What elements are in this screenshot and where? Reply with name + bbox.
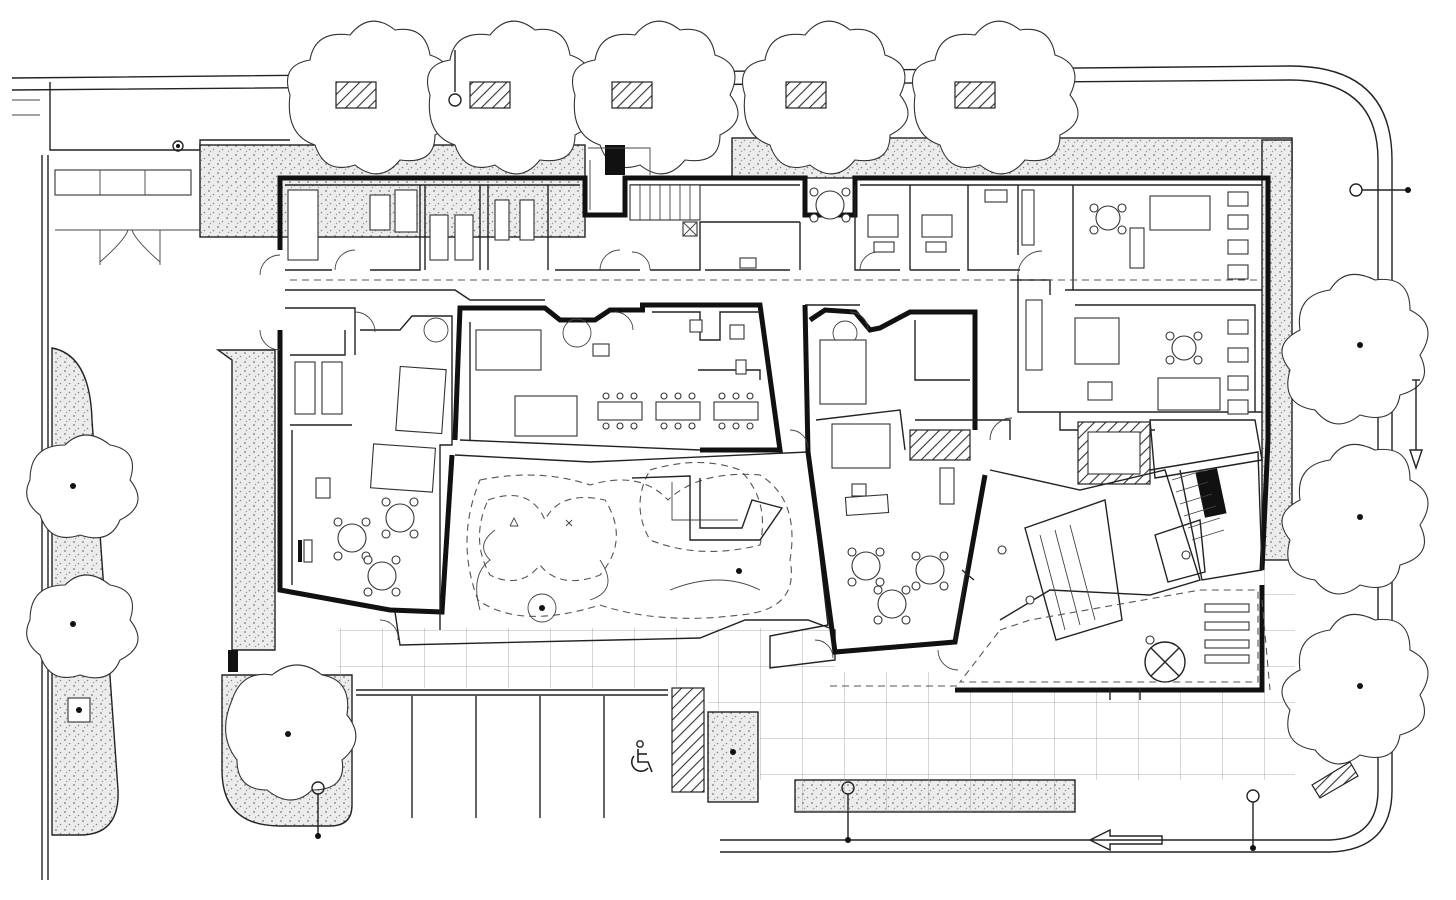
bike-rack — [54, 140, 200, 265]
doors — [259, 249, 1043, 671]
north-rooms — [287, 145, 1249, 280]
entrance-lobby — [830, 469, 1271, 700]
building-walls — [277, 175, 1271, 693]
street-trees-east — [1281, 183, 1429, 765]
east-wing — [1017, 275, 1263, 581]
street-trees-north — [286, 20, 1079, 175]
classroom-middle — [452, 302, 783, 453]
courtyard — [394, 451, 836, 669]
paving-grid — [338, 570, 1295, 812]
classroom-west — [285, 307, 453, 630]
planting-strip-north — [199, 137, 1293, 561]
classroom-east — [802, 304, 1011, 655]
arrow-down-icon — [1409, 379, 1423, 471]
parking-area — [356, 687, 705, 818]
wheelchair-icon — [631, 740, 653, 773]
planting-island-west — [26, 347, 139, 836]
planting-bed-southwest — [215, 349, 357, 839]
arrow-left-icon — [1088, 828, 1163, 852]
